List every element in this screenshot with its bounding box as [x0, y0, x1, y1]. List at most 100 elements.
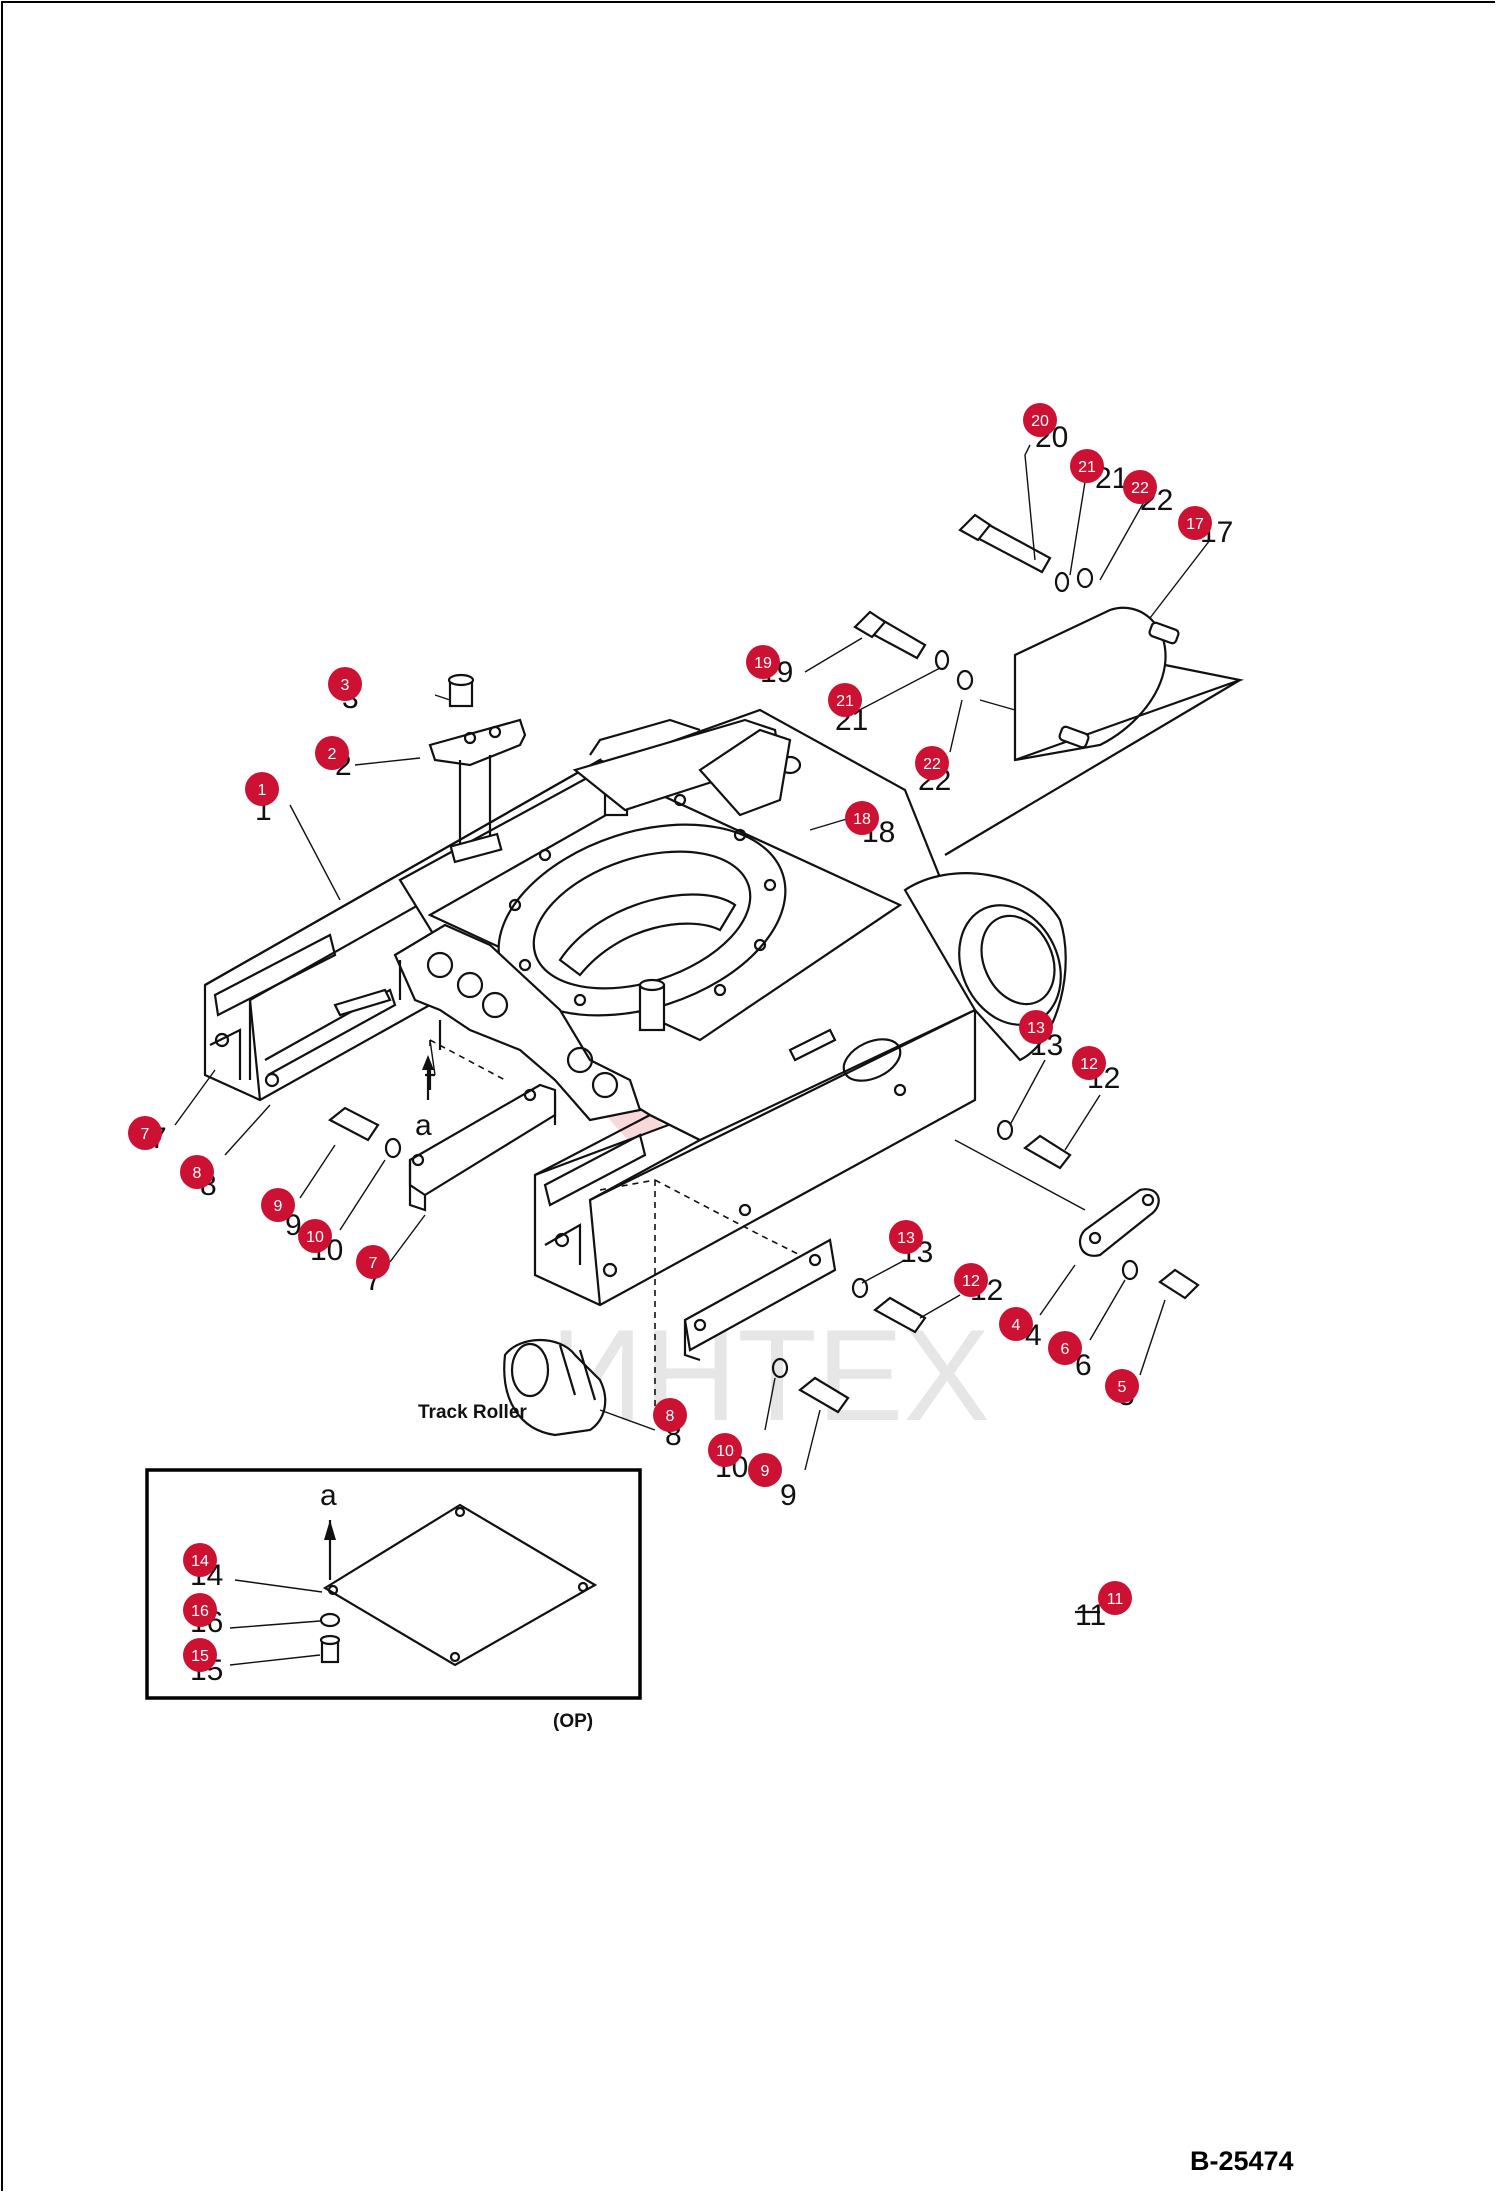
part-badge-14[interactable]: 14: [183, 1543, 217, 1577]
badge-circle[interactable]: [748, 1453, 782, 1487]
badge-circle[interactable]: [915, 746, 949, 780]
badge-number: 21: [1078, 459, 1096, 476]
badge-number: 9: [274, 1198, 283, 1215]
badge-number: 20: [1031, 413, 1049, 430]
part-badge-6[interactable]: 6: [1048, 1331, 1082, 1365]
part-badge-5[interactable]: 5: [1105, 1369, 1139, 1403]
badge-number: 14: [191, 1553, 209, 1570]
part-badge-2[interactable]: 2: [315, 736, 349, 770]
part-badge-19[interactable]: 19: [746, 645, 780, 679]
inset-frame: [145, 1468, 642, 1700]
part-badge-4[interactable]: 4: [999, 1307, 1033, 1341]
part-badge-1[interactable]: 1: [245, 772, 279, 806]
part-badge-8[interactable]: 8: [180, 1155, 214, 1189]
badge-number: 12: [1080, 1056, 1098, 1073]
badge-circle[interactable]: [261, 1188, 295, 1222]
part-badge-22[interactable]: 22: [915, 746, 949, 780]
badge-number: 22: [1131, 480, 1149, 497]
badge-circle[interactable]: [180, 1155, 214, 1189]
badge-number: 13: [1027, 1020, 1045, 1037]
part-badge-10[interactable]: 10: [708, 1433, 742, 1467]
badge-number: 9: [761, 1463, 770, 1480]
cover-plate-assembly: [804, 444, 1245, 856]
badge-circle[interactable]: [328, 667, 362, 701]
view-marker: a: [415, 1109, 432, 1142]
badge-circle[interactable]: [183, 1543, 217, 1577]
badge-number: 1: [258, 782, 267, 799]
badge-circle[interactable]: [1105, 1369, 1139, 1403]
badge-circle[interactable]: [1072, 1046, 1106, 1080]
badge-circle[interactable]: [128, 1116, 162, 1150]
badge-number: 4: [1012, 1317, 1021, 1334]
badge-circle[interactable]: [1023, 403, 1057, 437]
badge-number: 10: [306, 1229, 324, 1246]
part-badge-12[interactable]: 12: [1072, 1046, 1106, 1080]
hotspot-badges[interactable]: 2021221719212232118789107131213124658109…: [128, 403, 1212, 1672]
badge-circle[interactable]: [708, 1433, 742, 1467]
part-badge-13[interactable]: 13: [889, 1220, 923, 1254]
badge-circle[interactable]: [828, 683, 862, 717]
top-bracket-assembly: [289, 673, 527, 901]
badge-number: 2: [328, 746, 337, 763]
badge-circle[interactable]: [954, 1263, 988, 1297]
badge-number: 11: [1107, 1591, 1124, 1608]
badge-circle[interactable]: [889, 1220, 923, 1254]
part-badge-20[interactable]: 20: [1023, 403, 1057, 437]
part-badge-12[interactable]: 12: [954, 1263, 988, 1297]
part-label: 9: [780, 1479, 797, 1512]
cover-plate-4: [1078, 1188, 1160, 1257]
badge-circle[interactable]: [356, 1245, 390, 1279]
part-badge-15[interactable]: 15: [183, 1638, 217, 1672]
track-roller: Track Roller: [418, 1338, 656, 1437]
part-badge-13[interactable]: 13: [1019, 1010, 1053, 1044]
badge-number: 7: [369, 1255, 378, 1272]
badge-number: 5: [1118, 1379, 1127, 1396]
part-badge-9[interactable]: 9: [748, 1453, 782, 1487]
badge-number: 6: [1061, 1341, 1070, 1358]
badge-circle[interactable]: [1048, 1331, 1082, 1365]
part-badge-7[interactable]: 7: [128, 1116, 162, 1150]
badge-circle[interactable]: [183, 1638, 217, 1672]
badge-number: 18: [853, 811, 871, 828]
badge-number: 8: [666, 1408, 675, 1425]
badge-circle[interactable]: [1098, 1581, 1132, 1615]
badge-circle[interactable]: [315, 736, 349, 770]
badge-number: 17: [1186, 516, 1204, 533]
badge-number: 12: [962, 1273, 980, 1290]
watermark-text: ИНТЕХ: [550, 1302, 990, 1448]
badge-circle[interactable]: [245, 772, 279, 806]
bolt-19: [853, 610, 927, 660]
badge-circle[interactable]: [298, 1219, 332, 1253]
badge-circle[interactable]: [1070, 449, 1104, 483]
track-frame-assembly: [203, 708, 1086, 1415]
badge-circle[interactable]: [653, 1398, 687, 1432]
badge-number: 19: [754, 655, 772, 672]
part-badge-11[interactable]: 11: [1098, 1581, 1132, 1615]
under-cover: [322, 1503, 598, 1667]
part-badge-7[interactable]: 7: [356, 1245, 390, 1279]
badge-circle[interactable]: [845, 801, 879, 835]
badge-circle[interactable]: [183, 1593, 217, 1627]
part-badge-18[interactable]: 18: [845, 801, 879, 835]
part-badge-8[interactable]: 8: [653, 1398, 687, 1432]
badge-circle[interactable]: [999, 1307, 1033, 1341]
part-badge-17[interactable]: 17: [1178, 506, 1212, 540]
part-badge-9[interactable]: 9: [261, 1188, 295, 1222]
badge-circle[interactable]: [746, 645, 780, 679]
part-badge-3[interactable]: 3: [328, 667, 362, 701]
badge-number: 15: [191, 1648, 209, 1665]
bolt-20: [958, 513, 1052, 574]
part-badge-21[interactable]: 21: [1070, 449, 1104, 483]
badge-circle[interactable]: [1123, 470, 1157, 504]
badge-circle[interactable]: [1019, 1010, 1053, 1044]
part-badge-16[interactable]: 16: [183, 1593, 217, 1627]
badge-number: 13: [897, 1230, 915, 1247]
part-badge-22[interactable]: 22: [1123, 470, 1157, 504]
part-badge-21[interactable]: 21: [828, 683, 862, 717]
view-arrow: a: [415, 1055, 434, 1142]
drawing-code: B-25474: [1190, 2146, 1294, 2176]
badge-circle[interactable]: [1178, 506, 1212, 540]
part-badge-10[interactable]: 10: [298, 1219, 332, 1253]
